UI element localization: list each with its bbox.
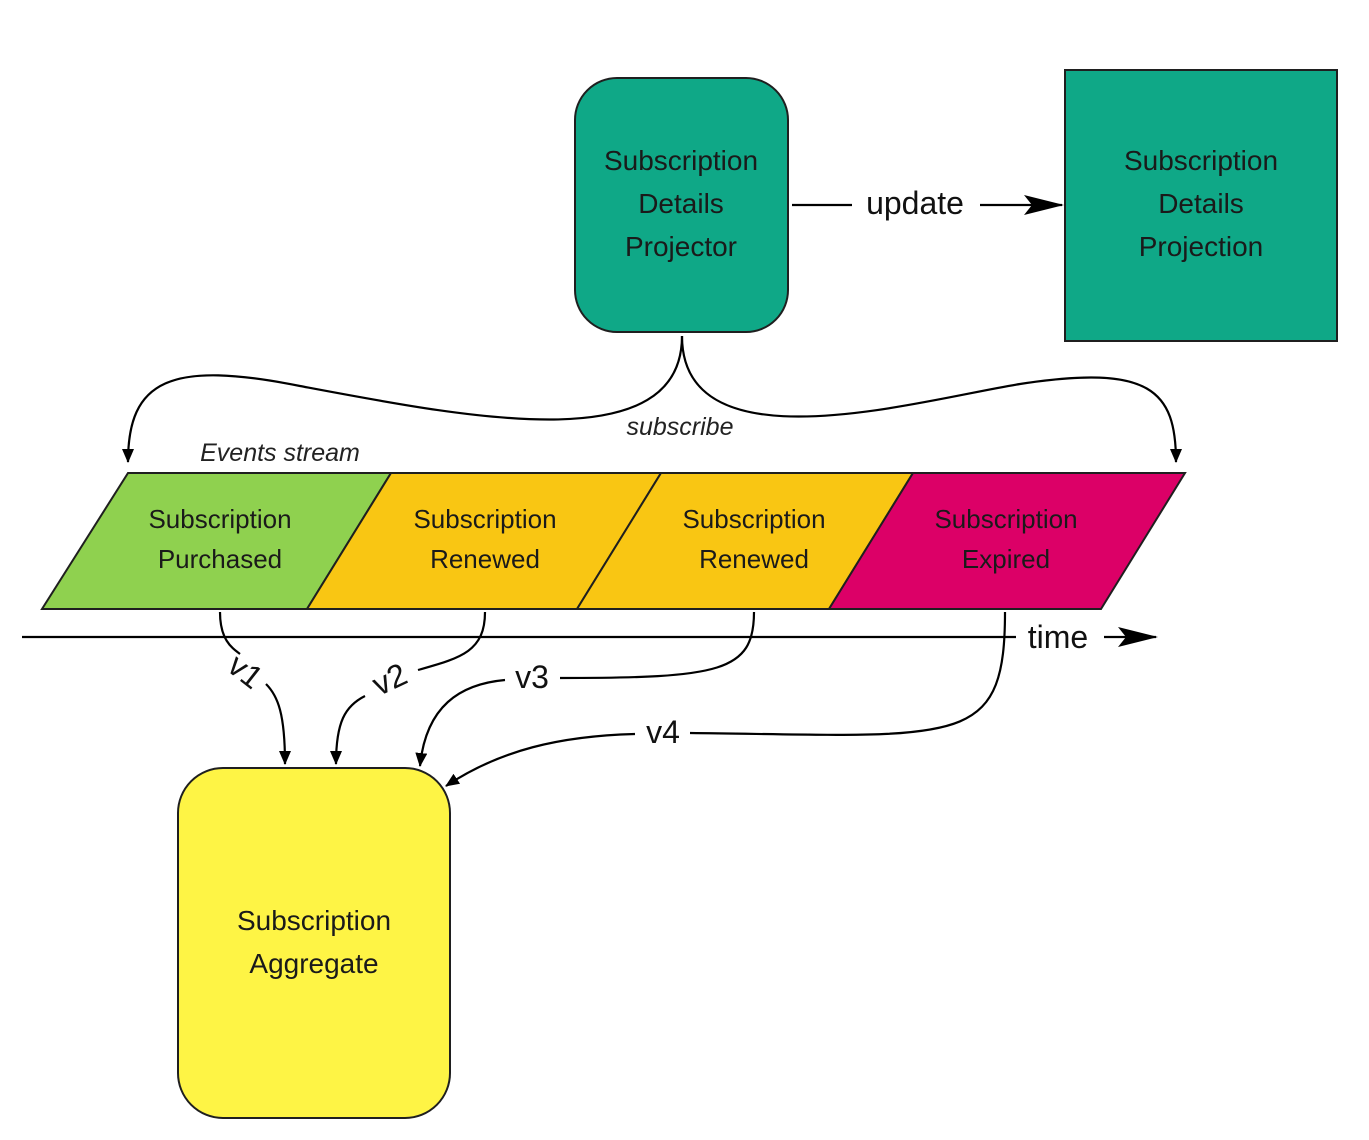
event-subscription-renewed-2[interactable]: Subscription Renewed (575, 472, 915, 610)
subscribe-edge-right (680, 335, 1182, 463)
v1-edge-top (218, 611, 241, 655)
v3-edge-top (559, 611, 756, 680)
update-label: update (866, 185, 964, 221)
event-subscription-renewed-1[interactable]: Subscription Renewed (305, 472, 663, 610)
v1-edge-bottom (265, 683, 291, 765)
v1-label: v1 (221, 647, 270, 696)
event-2-line2: Renewed (430, 544, 540, 574)
aggregate-label-line2: Aggregate (249, 948, 378, 979)
v3-edge-bottom (415, 678, 506, 767)
event-3-line2: Renewed (699, 544, 809, 574)
time-axis: time (22, 619, 1158, 655)
v4-edge-bottom (445, 732, 636, 787)
aggregate-node[interactable]: Subscription Aggregate (177, 767, 451, 1119)
event-3-line1: Subscription (682, 504, 825, 534)
v2-edge-top (417, 611, 487, 672)
event-subscription-purchased[interactable]: Subscription Purchased (40, 472, 393, 610)
v4-edge-top (689, 611, 1007, 736)
event-1-line2: Purchased (158, 544, 282, 574)
projector-label-line1: Subscription (604, 145, 758, 176)
event-1-line1: Subscription (148, 504, 291, 534)
projection-node[interactable]: Subscription Details Projection (1064, 69, 1338, 342)
events-stream-label: Events stream (200, 439, 360, 467)
update-edge[interactable]: update (792, 185, 1064, 221)
subscribe-edge-left (122, 335, 684, 463)
projector-node[interactable]: Subscription Details Projector (574, 77, 789, 333)
aggregate-label-line1: Subscription (237, 905, 391, 936)
event-4-line2: Expired (962, 544, 1050, 574)
v4-label: v4 (646, 714, 680, 750)
projection-label-line1: Subscription (1124, 145, 1278, 176)
time-label: time (1028, 619, 1088, 655)
subscribe-label: subscribe (627, 413, 734, 441)
event-4-line1: Subscription (934, 504, 1077, 534)
projection-label-line3: Projection (1139, 231, 1264, 262)
v3-label: v3 (515, 659, 549, 695)
v2-label: v2 (367, 656, 413, 703)
event-subscription-expired[interactable]: Subscription Expired (827, 472, 1187, 610)
subscribe-edges[interactable]: subscribe (122, 335, 1182, 463)
projection-label-line2: Details (1158, 188, 1244, 219)
projector-label-line3: Projector (625, 231, 737, 262)
events-stream: Subscription Purchased Subscription Rene… (40, 472, 1187, 610)
event-2-line1: Subscription (413, 504, 556, 534)
projector-label-line2: Details (638, 188, 724, 219)
v2-edge-bottom (330, 695, 366, 765)
